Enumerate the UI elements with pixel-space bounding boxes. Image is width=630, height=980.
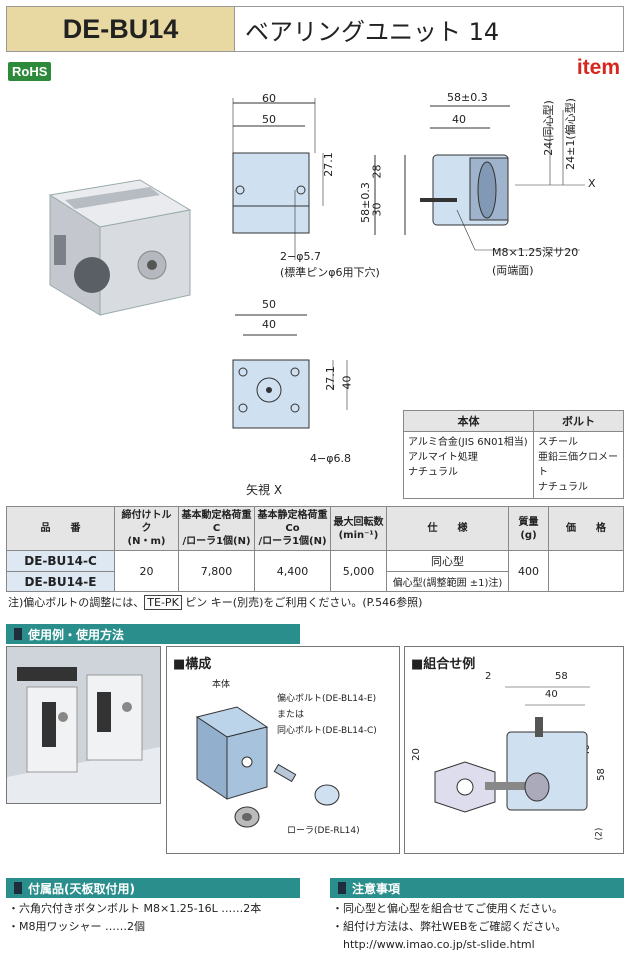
spec-h-rpm: 最大回転数(min⁻¹) (330, 506, 387, 551)
combo-dim-40: 40 (545, 689, 558, 700)
dim-40: 40 (452, 113, 466, 126)
spec-h-mass: 質量(g) (508, 506, 549, 551)
spec-h-type: 仕 様 (386, 506, 509, 551)
roller-label: ローラ(DE-RL14) (287, 826, 360, 836)
spec-table: 品 番 締付けトルク(N・m) 基本動定格荷重 C/ローラ1個(N) 基本静定格… (6, 506, 624, 592)
dim-27-1: 27.1 (321, 152, 335, 177)
spec-stat: 4,400 (254, 550, 331, 592)
rohs-badge: RoHS (8, 62, 52, 81)
brand-logo: item (576, 56, 620, 79)
materials-body-cell: アルミ合金(JIS 6N01相当) アルマイト処理 ナチュラル (403, 431, 534, 499)
view-dim-50: 50 (262, 298, 276, 311)
side-view-drawing (232, 98, 324, 260)
list-item: ・組付け方法は、弊社WEBをご確認ください。 (332, 920, 567, 933)
spec-rpm: 5,000 (330, 550, 387, 592)
view-dim-27: 27.1 (323, 366, 337, 391)
combination-drawing (434, 686, 590, 813)
accessories-list: ・六角穴付きボタンボルト M8×1.25-16L ……2本 ・M8用ワッシャー … (8, 900, 261, 936)
materials-header-bolt: ボルト (533, 410, 624, 432)
view-caption: 矢視 X (246, 483, 283, 497)
spec-h-code: 品 番 (6, 506, 115, 551)
title-header: DE-BU14 ベアリングユニット 14 (6, 6, 624, 52)
spec-dyn: 7,800 (178, 550, 255, 592)
view-hole-label: 4−φ6.8 (310, 452, 351, 465)
exploded-view (195, 706, 340, 828)
table-row: DE-BU14-E 偏心型(調整範囲 ±1)注) (6, 571, 624, 592)
tap-label: M8×1.25深サ20 (492, 246, 579, 259)
structure-panel: ■構成 本体 偏心ボルト(DE-BL14-E) または 同心ボルト(DE-BL1… (166, 646, 400, 854)
spec-code-c: DE-BU14-C (6, 550, 115, 572)
dim-50: 50 (262, 113, 276, 126)
dim-24-ecc: 24±1(偏心型) (563, 98, 577, 170)
dim-60: 60 (262, 92, 276, 105)
spec-type-e: 偏心型(調整範囲 ±1)注) (386, 571, 509, 592)
product-code: DE-BU14 (7, 7, 235, 51)
bolt-label-3: 同心ボルト(DE-BL14-C) (277, 726, 377, 736)
product-image (48, 179, 192, 316)
usage-section-bar: 使用例・使用方法 (6, 624, 300, 644)
combo-dim-20: 20 (410, 748, 422, 761)
dim-30: 30 (370, 202, 384, 217)
spec-h-price: 価 格 (548, 506, 624, 551)
combo-dim-58: 58 (555, 671, 568, 682)
bolt-label-1: 偏心ボルト(DE-BL14-E) (277, 694, 377, 704)
combo-dim-2: 2 (485, 671, 492, 682)
spec-mass: 400 (508, 550, 549, 592)
dim-24: 24(同心型) (541, 100, 555, 156)
combination-title: ■組合せ例 (411, 657, 476, 672)
dim-58-03: 58±0.3 (447, 91, 488, 104)
materials-header-body: 本体 (403, 410, 534, 432)
list-item: ・同心型と偏心型を組合せてご使用ください。 (332, 902, 563, 915)
pin-hole-note: (標準ピンφ6用下穴) (280, 266, 380, 279)
combination-panel: ■組合せ例 2 58 40 20 58 40 (2) (404, 646, 624, 854)
materials-table: 本体 ボルト アルミ合金(JIS 6N01相当) アルマイト処理 ナチュラル ス… (403, 410, 624, 499)
dim-28: 28 (370, 164, 384, 179)
bolt-label-2: または (277, 710, 305, 720)
product-title: ベアリングユニット 14 (245, 17, 500, 46)
structure-body-label: 本体 (212, 680, 231, 690)
list-item: ・M8用ワッシャー ……2個 (8, 920, 145, 933)
dim-x: X (588, 177, 596, 190)
spec-h-dyn: 基本動定格荷重 C/ローラ1個(N) (178, 506, 255, 551)
list-item: ・六角穴付きボタンボルト M8×1.25-16L ……2本 (8, 902, 262, 915)
caution-url[interactable]: http://www.imao.co.jp/st-slide.html (332, 938, 535, 951)
usage-photo (6, 646, 161, 804)
spec-h-stat: 基本静定格荷重 Co/ローラ1個(N) (254, 506, 331, 551)
cautions-list: ・同心型と偏心型を組合せてご使用ください。 ・組付け方法は、弊社WEBをご確認く… (332, 900, 566, 954)
view-dim-40: 40 (262, 318, 276, 331)
front-view-drawing (374, 105, 585, 251)
materials-bolt-cell: スチール 亜鉛三価クロメート ナチュラル (533, 431, 624, 499)
spec-torque: 20 (114, 550, 179, 592)
accessories-section-bar: 付属品(天板取付用) (6, 878, 300, 898)
pin-hole-label: 2−φ5.7 (280, 250, 321, 263)
spec-code-e: DE-BU14-E (6, 571, 115, 592)
view-dim-40v: 40 (340, 375, 354, 390)
structure-title: ■構成 (173, 657, 212, 672)
spec-type-c: 同心型 (386, 550, 509, 572)
adjust-note: 注)偏心ボルトの調整には、TE-PK ピン キー(別売)をご利用ください。(P.… (8, 595, 423, 610)
view-x-drawing (232, 314, 348, 429)
cautions-section-bar: 注意事項 (330, 878, 624, 898)
spec-h-torque: 締付けトルク(N・m) (114, 506, 179, 551)
table-row: DE-BU14-C 20 7,800 4,400 5,000 同心型 400 (6, 550, 624, 592)
tap-note: (両端面) (492, 264, 534, 277)
spec-price (548, 550, 624, 592)
